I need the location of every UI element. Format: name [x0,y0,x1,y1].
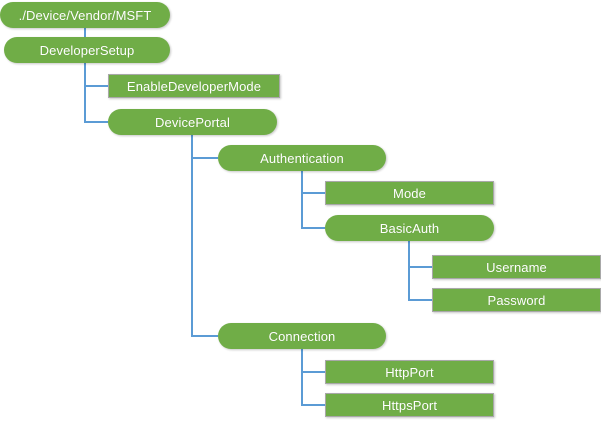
edge-basic-auth-to-username [408,241,432,268]
tree-node-root[interactable]: ./Device/Vendor/MSFT [0,2,170,28]
tree-node-label-password: Password [487,292,546,308]
tree-node-label-developer-setup: DeveloperSetup [39,42,135,58]
tree-node-label-connection: Connection [268,328,336,344]
tree-node-https-port[interactable]: HttpsPort [325,393,494,417]
edge-device-portal-to-connection [191,135,218,337]
tree-node-label-device-portal: DevicePortal [155,114,230,130]
edge-connection-to-http-port [301,349,325,373]
tree-node-http-port[interactable]: HttpPort [325,360,494,384]
tree-node-label-root: ./Device/Vendor/MSFT [18,7,152,23]
tree-node-label-http-port: HttpPort [385,364,434,380]
edge-connection-to-https-port [301,349,325,406]
edge-authentication-to-basic-auth [301,171,325,229]
tree-node-basic-auth[interactable]: BasicAuth [325,215,494,241]
edge-basic-auth-to-password [408,241,432,301]
tree-node-connection[interactable]: Connection [218,323,386,349]
tree-node-developer-setup[interactable]: DeveloperSetup [4,37,170,63]
tree-node-label-enable-developer-mode: EnableDeveloperMode [126,78,262,94]
tree-node-username[interactable]: Username [432,255,601,279]
tree-node-device-portal[interactable]: DevicePortal [108,109,277,135]
tree-node-enable-developer-mode[interactable]: EnableDeveloperMode [108,74,280,98]
tree-node-label-mode: Mode [393,185,426,201]
tree-node-label-username: Username [486,259,547,275]
tree-node-label-https-port: HttpsPort [381,397,438,413]
tree-node-label-basic-auth: BasicAuth [379,220,440,236]
tree-node-authentication[interactable]: Authentication [218,145,386,171]
edge-device-portal-to-authentication [191,135,218,159]
edge-authentication-to-mode [301,171,325,194]
tree-node-mode[interactable]: Mode [325,181,494,205]
tree-node-password[interactable]: Password [432,288,601,312]
tree-node-label-authentication: Authentication [260,150,344,166]
edge-developer-setup-to-device-portal [84,63,108,123]
edge-developer-setup-to-enable-developer-mode [84,63,108,87]
